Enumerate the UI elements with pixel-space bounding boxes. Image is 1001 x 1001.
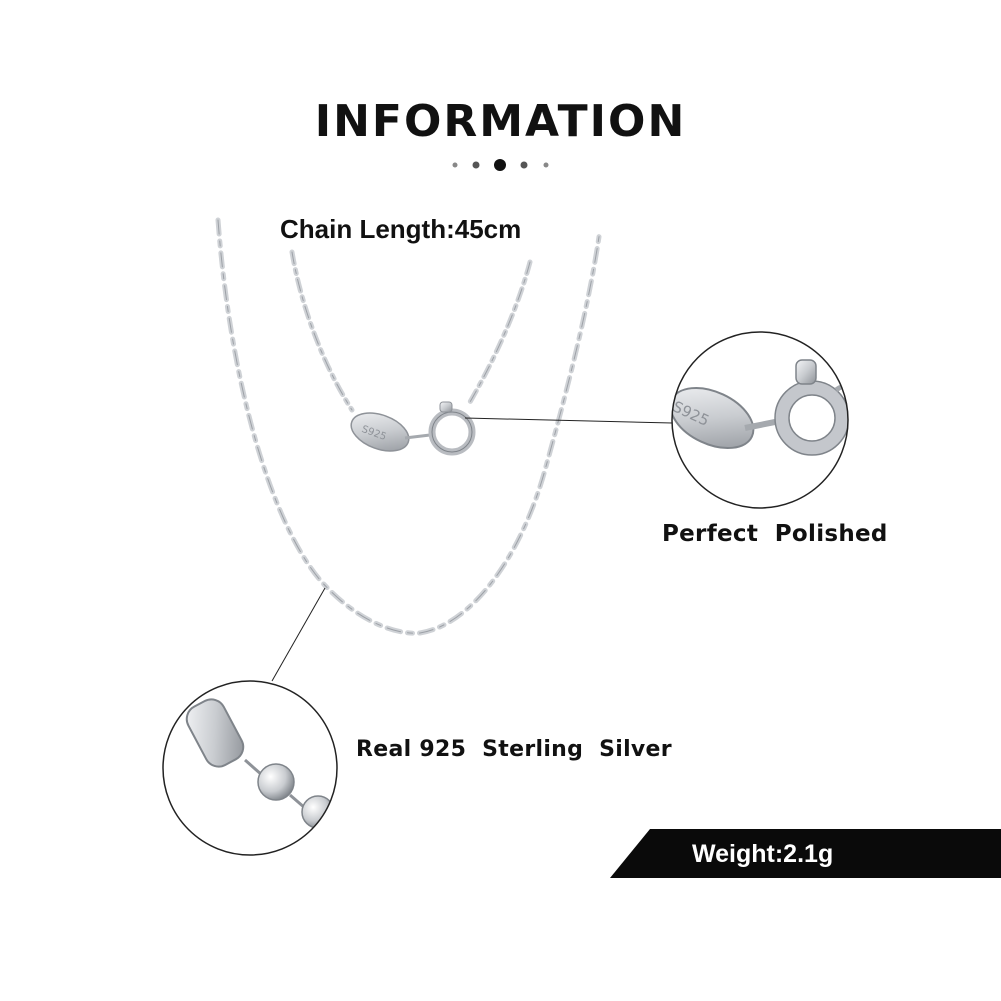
feature-polished-label: Perfect Polished xyxy=(662,521,888,547)
chain-length-label: Chain Length:45cm xyxy=(280,214,522,244)
feature-material-label: Real 925 Sterling Silver xyxy=(356,737,672,762)
weight-banner xyxy=(610,829,1001,878)
divider-dot xyxy=(452,162,458,168)
leader-line-clasp xyxy=(464,417,673,424)
divider-dot xyxy=(543,162,549,168)
bead-zoom-circle xyxy=(162,680,338,856)
leader-line-bead xyxy=(271,587,326,682)
weight-label: Weight:2.1g xyxy=(692,840,834,868)
necklace-clasp: S925 xyxy=(350,401,476,456)
divider-dot xyxy=(494,159,506,171)
page-title: INFORMATION xyxy=(314,96,687,147)
inner-chain xyxy=(289,249,533,413)
divider-dot xyxy=(520,161,528,169)
divider-dot xyxy=(472,161,480,169)
clasp-zoom-circle: S925 xyxy=(671,331,849,509)
outer-chain xyxy=(215,217,603,636)
